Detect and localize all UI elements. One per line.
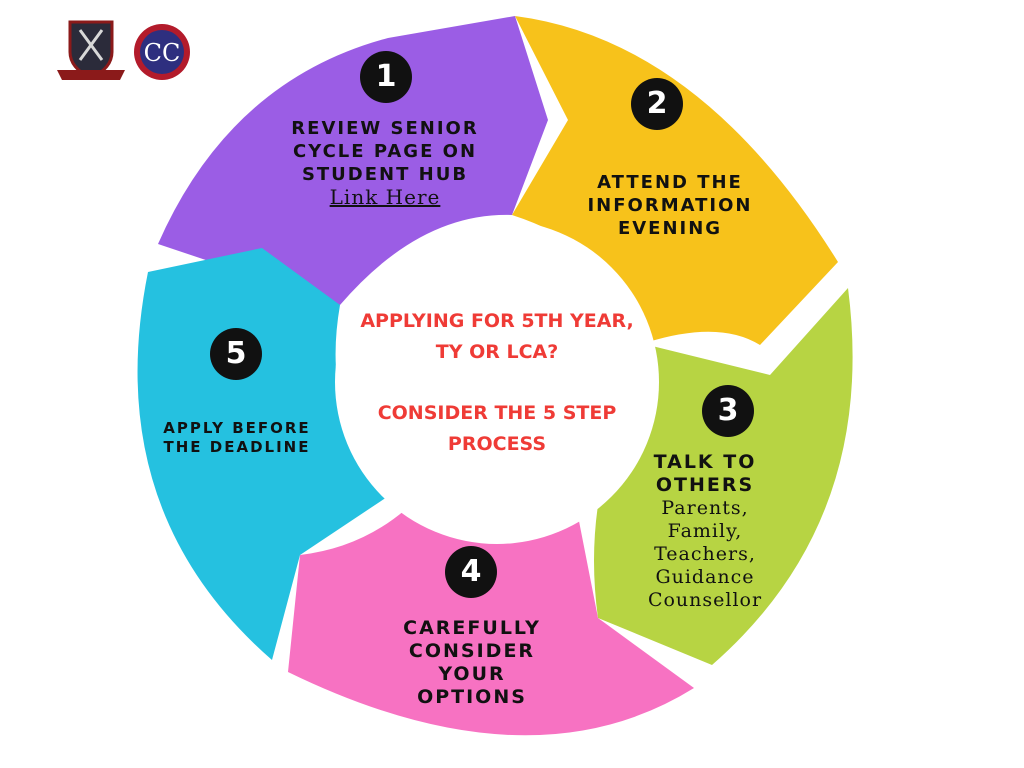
monogram-logo: CC [134, 24, 190, 80]
step-1-link[interactable]: Link Here [329, 185, 441, 209]
step-3-detail-4: Guidance [655, 566, 755, 588]
step-1-title-line-2: CYCLE PAGE ON [292, 141, 478, 162]
step-4-title-line-2: CONSIDER [408, 640, 536, 662]
step-3-number: 3 [702, 385, 754, 437]
center-prompt-line-2: PROCESS [447, 433, 547, 455]
center-circle [335, 220, 659, 544]
step-1-title-line-1: REVIEW SENIOR [291, 118, 479, 139]
step-4-title-line-4: OPTIONS [417, 686, 527, 708]
center-question-line-2: TY OR LCA? [435, 341, 559, 363]
step-3-title-line-1: TALK TO [653, 451, 757, 473]
step-5-label: APPLY BEFORE THE DEADLINE [152, 419, 322, 457]
step-5-number: 5 [210, 328, 262, 380]
step-3-detail-3: Teachers, [654, 543, 756, 565]
step-3-detail-5: Counsellor [647, 589, 763, 611]
step-1-number: 1 [360, 51, 412, 103]
step-4-number: 4 [445, 546, 497, 598]
step-1-segment [158, 16, 548, 305]
step-3-label: TALK TO OTHERS Parents, Family, Teachers… [625, 451, 785, 612]
step-2-title-line-3: EVENING [617, 218, 723, 239]
step-2-label: ATTEND THE INFORMATION EVENING [565, 171, 775, 240]
step-5-title-line-2: THE DEADLINE [163, 438, 311, 456]
step-3-detail-1: Parents, [661, 497, 749, 519]
step-4-segment [288, 510, 694, 736]
step-2-title-line-2: INFORMATION [587, 195, 753, 216]
step-2-title-line-1: ATTEND THE [597, 172, 743, 193]
step-1-label: REVIEW SENIOR CYCLE PAGE ON STUDENT HUB … [270, 117, 500, 209]
step-5-title-line-1: APPLY BEFORE [163, 419, 311, 437]
step-3-detail-2: Family, [667, 520, 743, 542]
step-2-number: 2 [631, 78, 683, 130]
school-crest-logo [57, 20, 125, 80]
center-question-line-1: APPLYING FOR 5TH YEAR, [360, 310, 634, 332]
step-3-title-line-2: OTHERS [655, 474, 755, 496]
step-1-title-line-3: STUDENT HUB [301, 164, 469, 185]
step-4-title-line-1: CAREFULLY [403, 617, 541, 639]
step-2-segment [512, 16, 838, 345]
step-5-segment [137, 248, 390, 660]
step-4-label: CAREFULLY CONSIDER YOUR OPTIONS [382, 617, 562, 709]
svg-text:CC: CC [144, 39, 181, 67]
center-prompt-line-1: CONSIDER THE 5 STEP [377, 402, 617, 424]
step-4-title-line-3: YOUR [438, 663, 506, 685]
